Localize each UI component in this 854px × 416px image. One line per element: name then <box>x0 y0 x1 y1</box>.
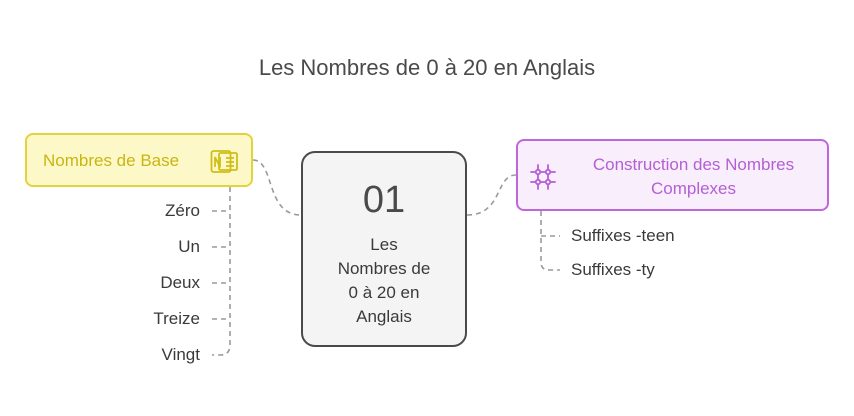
left-category-box: Nombres de Base <box>25 133 253 187</box>
notebook-icon <box>210 149 240 180</box>
connector-right-center <box>466 174 517 216</box>
right-category-box: Construction des Nombres Complexes <box>516 139 829 211</box>
central-topic-number: 01 <box>362 179 406 221</box>
hashtag-network-icon <box>528 162 558 197</box>
connector-left-center <box>252 159 302 216</box>
right-list-item: Suffixes -ty <box>571 260 655 279</box>
connector-left-spine <box>212 187 231 356</box>
left-list-item: Treize <box>153 309 200 328</box>
connector-right-spine <box>540 211 560 271</box>
central-topic-label: Les Nombres de 0 à 20 en Anglais <box>337 235 431 326</box>
central-topic-box: 01 Les Nombres de 0 à 20 en Anglais <box>301 151 467 347</box>
right-list-item: Suffixes -teen <box>571 226 675 245</box>
left-list-item: Un <box>178 237 200 256</box>
left-category-label: Nombres de Base <box>43 151 180 170</box>
right-category-label: Construction des Nombres Complexes <box>592 155 795 198</box>
diagram-title: Les Nombres de 0 à 20 en Anglais <box>258 55 596 80</box>
left-list-item: Vingt <box>161 345 200 364</box>
left-list-item: Zéro <box>165 201 200 220</box>
left-list-item: Deux <box>160 273 200 292</box>
